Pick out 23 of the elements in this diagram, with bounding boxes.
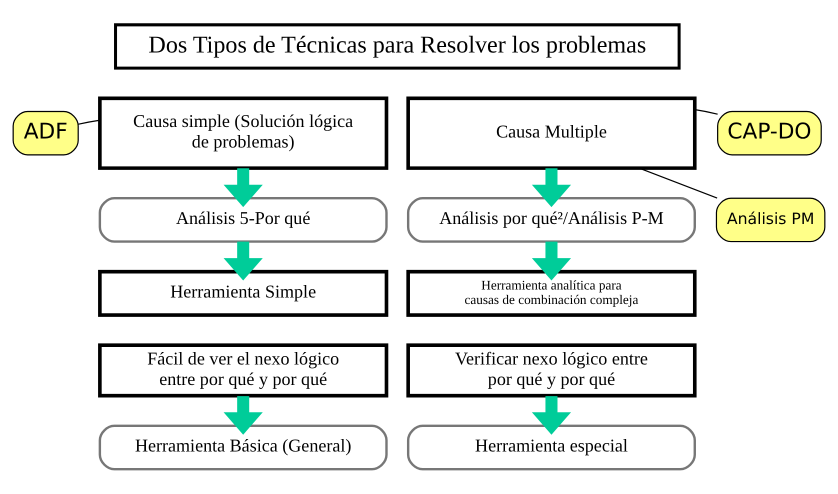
node-box: CAP-DO [717,110,822,156]
node-box: Causa simple (Solución lógica de problemas) [98,96,388,170]
node-box: Herramienta especial [406,424,696,470]
connector [694,109,718,115]
node-box: Análisis por qué²/Análisis P-M [406,197,696,243]
node-box: Fácil de ver el nexo lógico entre por qué y por qué [98,343,388,398]
node-box: Herramienta Básica (General) [98,424,388,470]
node-box: ADF [12,110,79,156]
node-box: Análisis 5-Por qué [98,197,388,243]
connector [639,168,718,199]
arrow [532,396,572,435]
arrow [224,242,263,281]
node-box: Causa Multiple [406,96,697,170]
node-box: Dos Tipos de Técnicas para Resolver los problemas [114,23,681,70]
arrow [224,396,263,435]
connector [78,120,100,125]
arrow [532,168,572,208]
node-box: Herramienta Simple [98,270,388,317]
arrow [532,242,572,281]
arrow [224,168,263,208]
node-box: Herramienta analítica para causas de combinación compleja [406,270,697,317]
node-box: Análisis PM [716,198,826,242]
node-box: Verificar nexo lógico entre por qué y por qué [406,343,697,398]
